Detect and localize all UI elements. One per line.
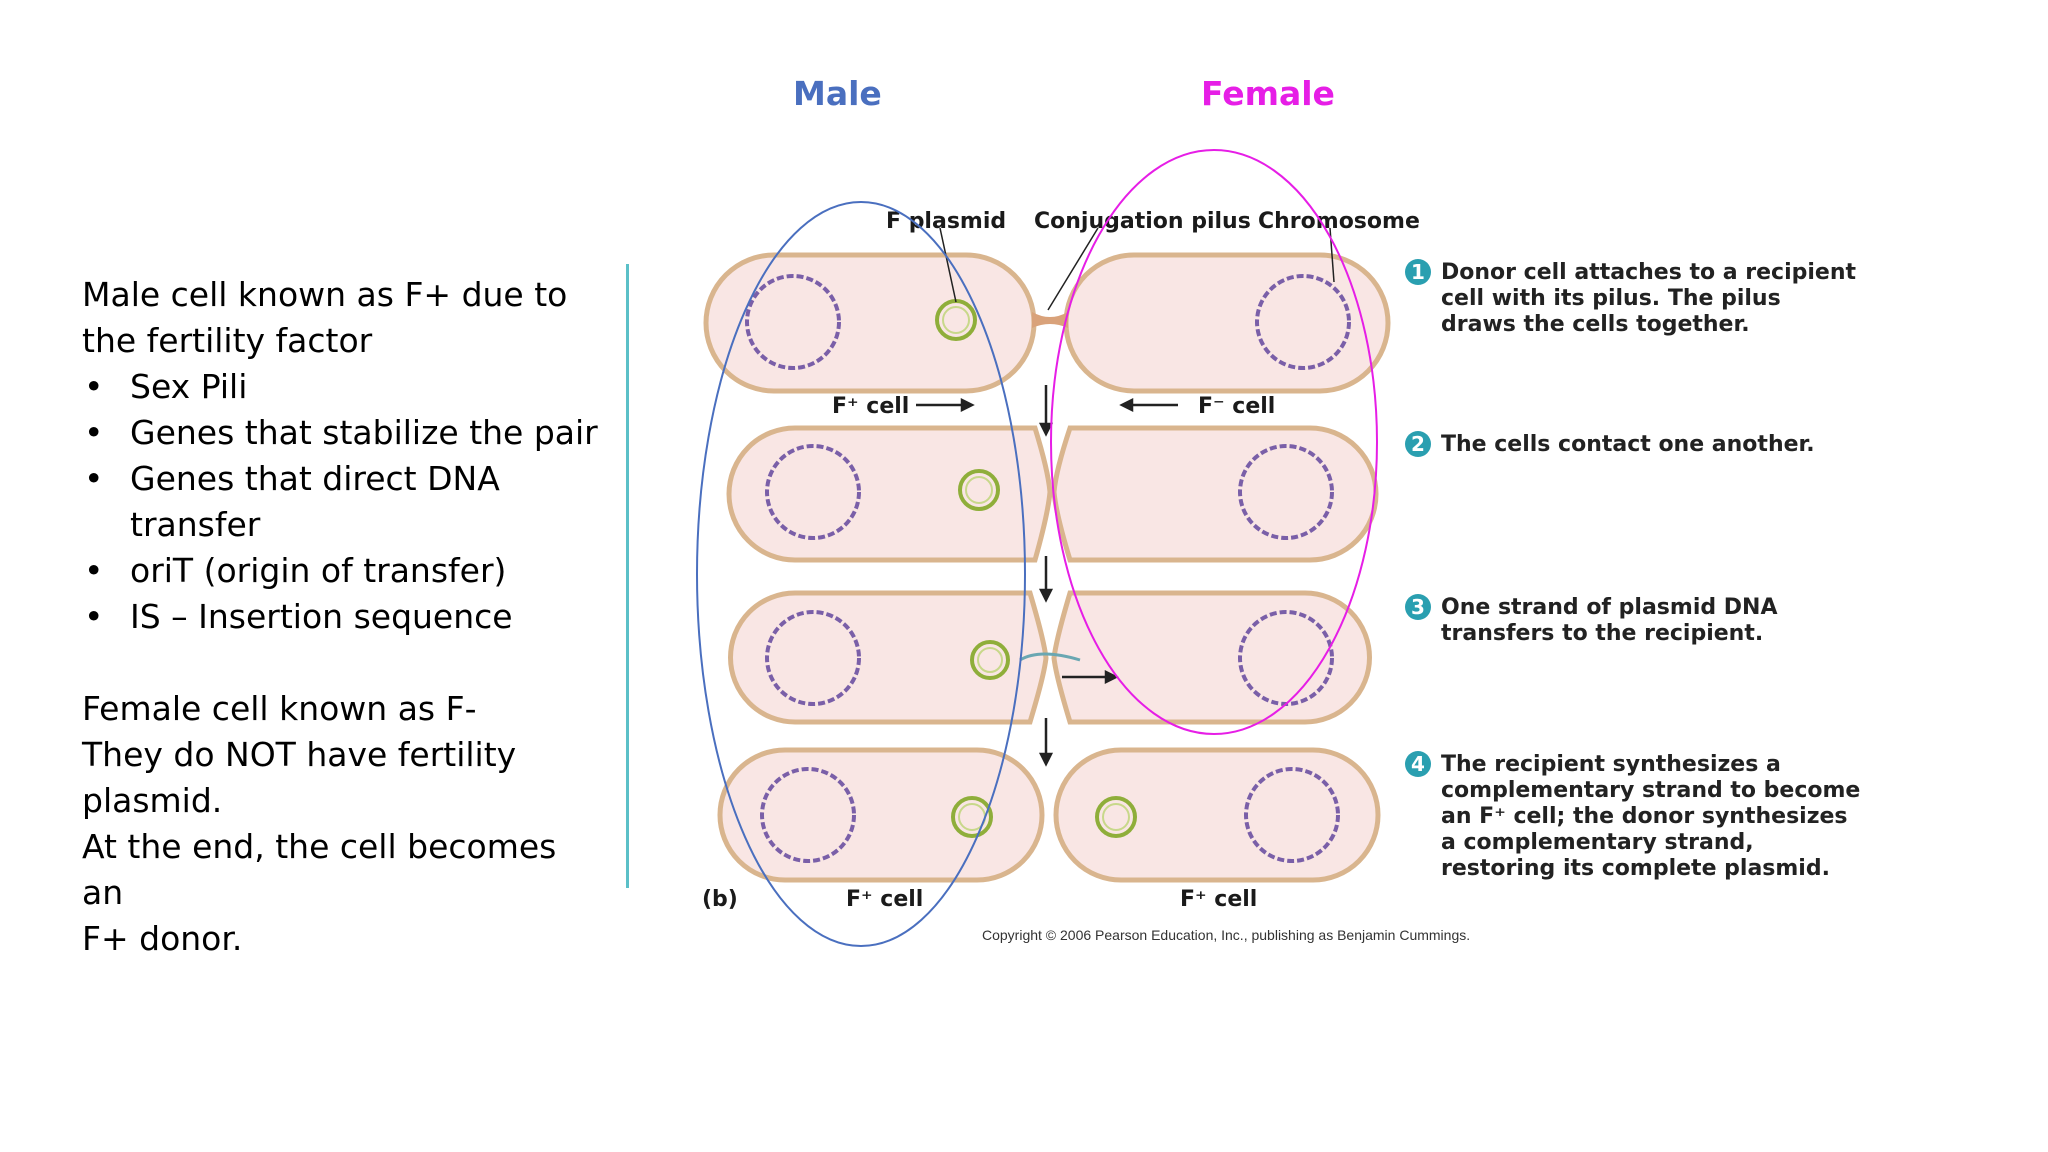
donor-cell-row3 — [728, 590, 1049, 725]
female-line-5: F+ donor. — [82, 919, 243, 958]
step-3-line: One strand of plasmid DNA — [1441, 595, 1777, 620]
female-line-4: At the end, the cell becomes an — [82, 827, 557, 912]
step-2-line: The cells contact one another. — [1441, 432, 1815, 457]
svg-text:2: 2 — [1411, 432, 1425, 456]
step-4-line: The recipient synthesizes a — [1441, 752, 1781, 777]
chromosome-icon — [760, 767, 856, 863]
chromosome-icon — [1238, 444, 1334, 540]
step-4: 4 The recipient synthesizes a complement… — [1405, 751, 1860, 881]
step-3-line: transfers to the recipient. — [1441, 621, 1763, 646]
panel-label: (b) — [702, 887, 738, 912]
f-plasmid-label: F plasmid — [886, 209, 1006, 234]
step-4-line: an F⁺ cell; the donor synthesizes — [1441, 804, 1848, 829]
female-highlight-oval — [1050, 149, 1378, 735]
f-plus-cell-label: F⁺ cell — [832, 394, 909, 419]
svg-text:3: 3 — [1411, 595, 1425, 619]
notes-panel: Male cell known as F+ due to the fertili… — [82, 272, 602, 962]
bottom-left-cell-label: F⁺ cell — [846, 887, 923, 912]
step-1-line: Donor cell attaches to a recipient — [1441, 260, 1856, 285]
male-highlight-oval — [696, 201, 1026, 947]
copyright-text: Copyright © 2006 Pearson Education, Inc.… — [982, 927, 1470, 943]
list-item: oriT (origin of transfer) — [82, 548, 602, 594]
chromosome-icon — [765, 610, 861, 706]
step-3: 3 One strand of plasmid DNA transfers to… — [1405, 594, 1777, 646]
plasmid-icon — [958, 469, 1000, 511]
svg-text:1: 1 — [1411, 260, 1425, 284]
conjugation-pilus-label: Conjugation pilus — [1034, 209, 1251, 234]
recipient-cell-row2 — [1051, 425, 1379, 563]
plasmid-icon — [1095, 796, 1137, 838]
chromosome-icon — [1255, 274, 1351, 370]
donor-cell-row4 — [717, 747, 1045, 883]
step-1-line: draws the cells together. — [1441, 312, 1750, 337]
plasmid-icon — [951, 796, 993, 838]
recipient-cell-row1 — [1063, 252, 1391, 394]
chromosome-label: Chromosome — [1258, 209, 1420, 234]
list-item: Sex Pili — [82, 364, 602, 410]
male-features-list: Sex Pili Genes that stabilize the pair G… — [82, 364, 602, 640]
recipient-cell-row3 — [1051, 590, 1372, 725]
step-4-line: restoring its complete plasmid. — [1441, 856, 1830, 881]
chromosome-icon — [765, 444, 861, 540]
step-2: 2 The cells contact one another. — [1405, 431, 1815, 457]
male-intro-line-1: Male cell known as F+ due to — [82, 275, 568, 314]
new-donor-cell-row4 — [1053, 747, 1381, 883]
list-item: Genes that stabilize the pair — [82, 410, 602, 456]
male-heading: Male — [793, 74, 882, 113]
list-item: IS – Insertion sequence — [82, 594, 602, 640]
step-1-line: cell with its pilus. The pilus — [1441, 286, 1781, 311]
female-line-3: plasmid. — [82, 781, 223, 820]
list-item: Genes that direct DNA — [82, 456, 602, 502]
male-intro-line-2: the fertility factor — [82, 321, 373, 360]
step-4-line: complementary strand to become — [1441, 778, 1860, 803]
female-line-2: They do NOT have fertility — [82, 735, 517, 774]
chromosome-icon — [1244, 767, 1340, 863]
plasmid-icon — [970, 640, 1010, 680]
dna-strand-transfer — [1019, 652, 1081, 662]
bottom-right-cell-label: F⁺ cell — [1180, 887, 1257, 912]
conjugation-pilus — [1032, 312, 1068, 328]
chromosome-icon — [745, 274, 841, 370]
step-1: 1 Donor cell attaches to a recipient cel… — [1405, 259, 1856, 337]
female-line-1: Female cell known as F- — [82, 689, 477, 728]
list-item-continuation: transfer — [130, 505, 261, 544]
divider-line — [626, 264, 629, 888]
donor-cell-row1 — [703, 252, 1037, 394]
female-heading: Female — [1201, 74, 1335, 113]
svg-text:4: 4 — [1411, 752, 1425, 776]
donor-cell-row2 — [726, 425, 1053, 563]
f-minus-cell-label: F⁻ cell — [1198, 394, 1275, 419]
step-4-line: a complementary strand, — [1441, 830, 1754, 855]
